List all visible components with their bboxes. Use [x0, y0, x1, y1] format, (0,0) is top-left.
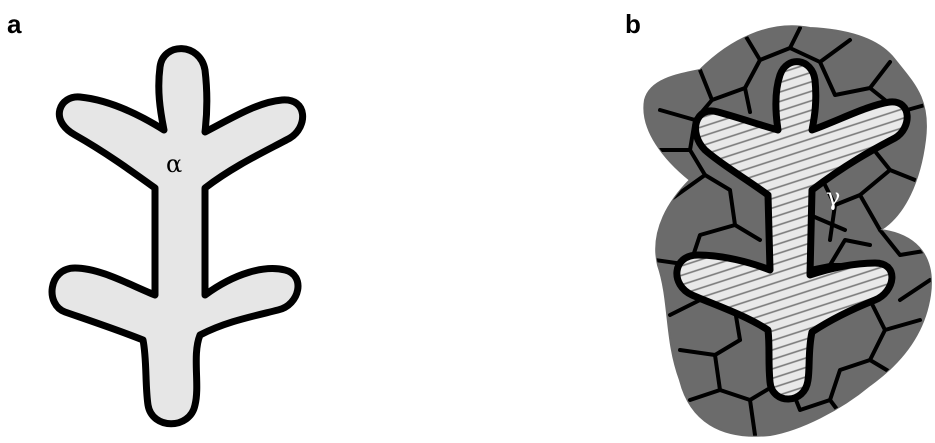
- hatched-dendrite: [673, 58, 911, 403]
- panel-a-letter: a: [7, 9, 22, 39]
- alpha-label: α: [166, 150, 182, 178]
- gamma-label: γ: [826, 183, 840, 211]
- panel-a: a α: [7, 9, 307, 428]
- panel-b: b: [625, 9, 932, 437]
- panel-b-letter: b: [625, 9, 641, 39]
- alpha-dendrite: [48, 45, 307, 428]
